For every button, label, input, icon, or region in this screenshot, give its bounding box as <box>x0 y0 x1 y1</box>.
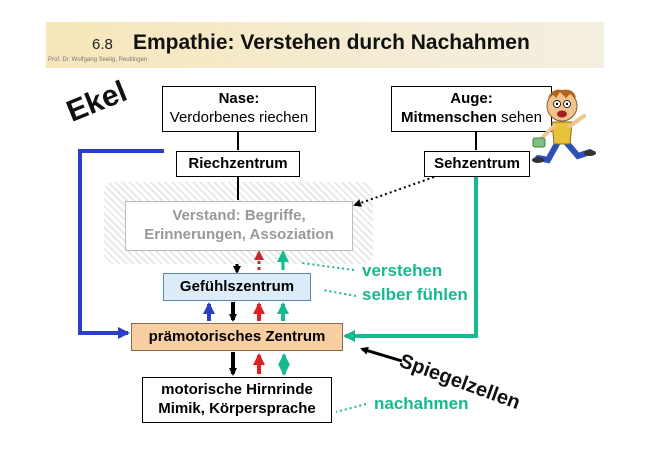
dotted-nachahmen <box>335 403 367 413</box>
sehzentrum-box: Sehzentrum <box>424 151 530 177</box>
verstehen-label: verstehen <box>362 261 443 280</box>
nase-sub: Verdorbenes riechen <box>169 109 309 126</box>
verstand-line1: Verstand: Begriffe, <box>172 207 306 225</box>
blue-path <box>78 149 164 339</box>
auge-box: Auge: Mitmenschen sehen <box>391 86 552 132</box>
praemotorisch-box: prämotorisches Zentrum <box>131 323 343 351</box>
nase-title: Nase: <box>218 90 260 108</box>
verstand-line2: Erinnerungen, Assoziation <box>144 226 334 243</box>
dotted-selber <box>322 289 357 297</box>
dotted-verstehen <box>301 262 355 271</box>
slide-number: 6.8 <box>92 36 113 53</box>
running-man-cartoon-icon <box>532 89 596 164</box>
arrow-spiegelzellen <box>360 346 403 363</box>
nase-box: Nase: Verdorbenes riechen <box>162 86 316 132</box>
verstand-box: Verstand: Begriffe, Erinnerungen, Assozi… <box>125 201 353 251</box>
author-line: Prof. Dr. Wolfgang Seelig, Reutlingen <box>48 57 148 63</box>
auge-sub-bold: Mitmenschen <box>401 109 497 126</box>
riechzentrum-box: Riechzentrum <box>176 151 300 177</box>
slide-title: Empathie: Verstehen durch Nachahmen <box>133 31 530 54</box>
dotted-seh-verstand <box>353 176 435 207</box>
auge-sub-rest: sehen <box>496 109 542 126</box>
auge-title: Auge: <box>450 90 493 108</box>
nachahmen-label: nachahmen <box>374 394 469 413</box>
title-banner <box>46 22 604 68</box>
motor-line1: motorische Hirnrinde <box>161 381 313 399</box>
motor-line2: Mimik, Körpersprache <box>158 400 316 417</box>
selber-fuehlen-label: selber fühlen <box>362 285 468 304</box>
teal-path <box>343 177 478 342</box>
gefuehlszentrum-box: Gefühlszentrum <box>163 273 311 301</box>
auge-sub: Mitmenschen sehen <box>401 109 542 128</box>
motorische-hirnrinde-box: motorische Hirnrinde Mimik, Körpersprach… <box>142 377 332 423</box>
